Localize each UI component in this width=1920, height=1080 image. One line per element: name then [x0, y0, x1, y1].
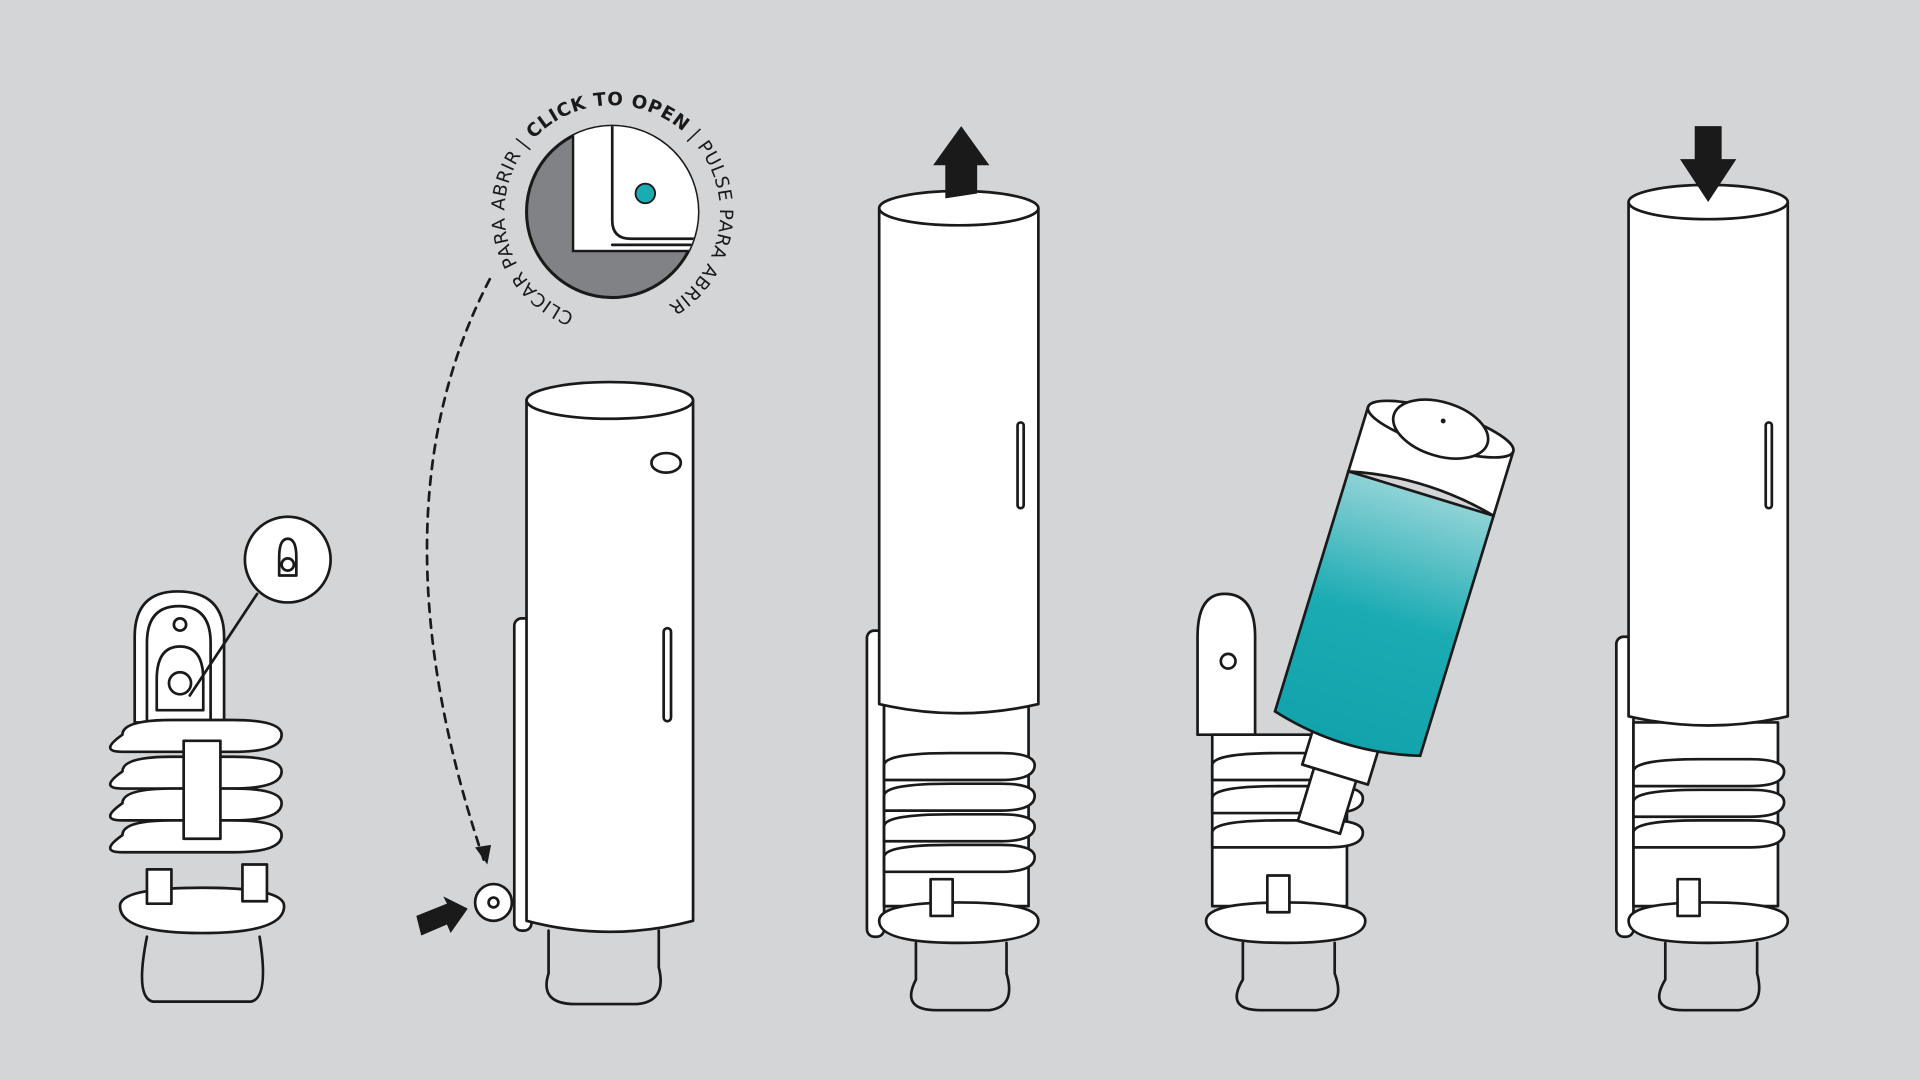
step-3-lift-cover: [865, 126, 1040, 1012]
push-button-icon[interactable]: [473, 882, 514, 923]
arrow-up-icon: [933, 126, 990, 199]
dashed-arrowhead-icon: [475, 844, 492, 865]
arrow-down-icon: [1680, 126, 1737, 203]
step-5-replace-cover: [1614, 126, 1790, 1012]
click-to-open-inset: CLICAR PARA ABRIR | CLICK TO OPEN | PULS…: [488, 89, 735, 329]
keyhole-magnifier-icon: [243, 515, 332, 604]
step-4-insert-bottle: [1196, 398, 1515, 1012]
brand-logo-icon: [650, 451, 683, 475]
dashed-pointer-line: [425, 277, 492, 861]
push-arrow-icon: [416, 896, 468, 936]
refill-bottle: [1273, 398, 1515, 836]
step-1-wall-bracket: [108, 515, 332, 1003]
window-slot: [662, 626, 673, 723]
teal-button-icon: [634, 182, 657, 205]
step-2-click-to-open: [416, 277, 695, 1006]
